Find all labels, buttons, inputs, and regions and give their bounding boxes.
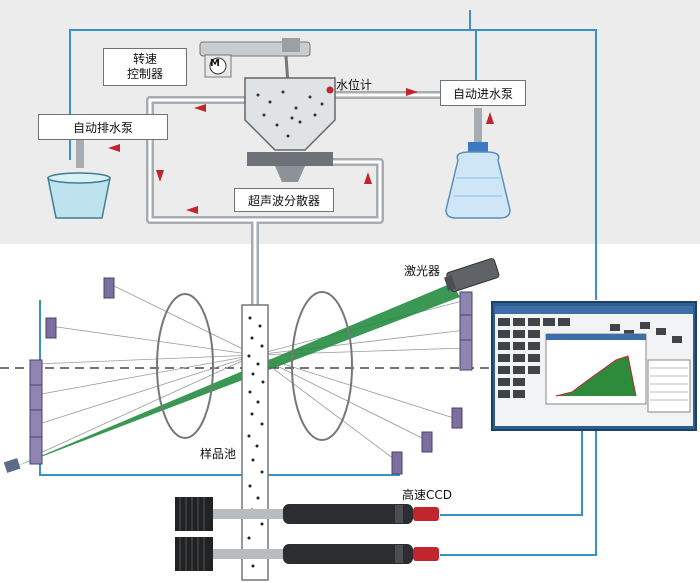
laser-beam xyxy=(12,283,460,468)
laser-source xyxy=(444,258,500,293)
motor-symbol: M xyxy=(210,58,220,69)
ultrasonic-disperser-label: 超声波分散器 xyxy=(247,193,320,208)
speed-controller-label: 转速 控制器 xyxy=(126,52,163,81)
ccd-camera-2 xyxy=(175,537,439,571)
flow-arrows xyxy=(108,88,494,214)
fourier-lenses xyxy=(156,291,353,441)
laser-label: 激光器 xyxy=(404,264,441,278)
analysis-monitor xyxy=(491,301,697,431)
sample-cell-label: 样品池 xyxy=(200,447,237,461)
ccd-camera-1 xyxy=(175,497,439,531)
drain-bucket xyxy=(47,172,111,219)
dispersion-tank xyxy=(244,77,336,182)
ultrasonic-disperser-box: 超声波分散器 xyxy=(234,188,334,212)
auto-drain-pump-label: 自动排水泵 xyxy=(72,120,133,135)
pipework-highlight xyxy=(148,93,440,310)
left-detectors xyxy=(3,277,115,473)
right-detectors xyxy=(391,291,473,475)
signal-wiring xyxy=(39,10,597,556)
water-level-meter-label: 水位计 xyxy=(336,78,373,92)
sample-cell xyxy=(241,304,269,581)
auto-drain-pump-box: 自动排水泵 xyxy=(38,114,168,140)
water-bottle xyxy=(445,142,511,219)
auto-inlet-pump-label: 自动进水泵 xyxy=(452,86,513,101)
speed-controller-box: 转速 控制器 xyxy=(103,48,187,86)
high-speed-ccd-label: 高速CCD xyxy=(402,488,452,502)
auto-inlet-pump-box: 自动进水泵 xyxy=(440,80,526,106)
